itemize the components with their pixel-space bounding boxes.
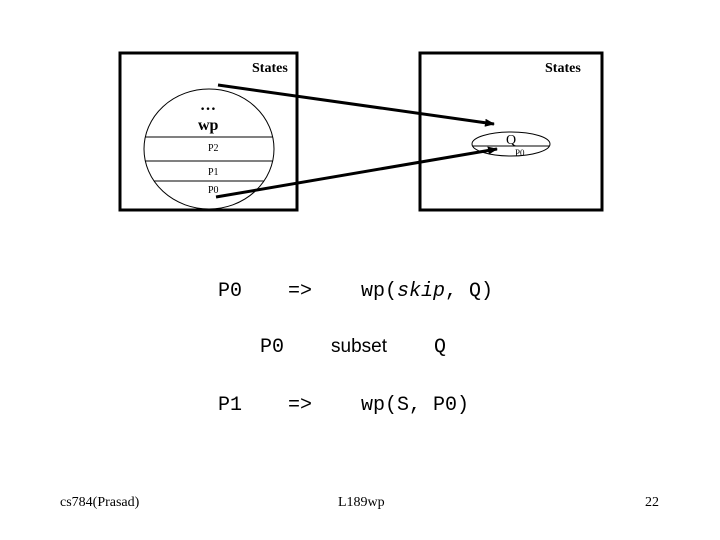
formula2-op: subset — [331, 336, 388, 357]
formula1-op: => — [288, 280, 312, 303]
q-set-ellipse — [471, 131, 551, 157]
footer-center: L189wp — [338, 495, 385, 510]
left-states-box — [118, 51, 299, 212]
band-label-p0: P0 — [208, 185, 219, 196]
formula1-lhs: P0 — [218, 280, 242, 303]
formula3-op: => — [288, 394, 312, 417]
formula2-rhs: Q — [434, 336, 446, 359]
q-label: Q — [506, 133, 516, 148]
formula1-rhs-prefix: wp( — [361, 280, 397, 303]
wp-label: wp — [198, 117, 219, 134]
left-states-title: States — [252, 61, 288, 76]
right-states-title: States — [545, 61, 581, 76]
footer-left: cs784(Prasad) — [60, 495, 140, 510]
right-states-box — [418, 51, 604, 212]
formula1-rhs-italic: skip — [397, 280, 445, 303]
footer-page-number: 22 — [645, 495, 659, 510]
formula1-rhs: wp(skip, Q) — [361, 280, 493, 303]
band-label-p1: P1 — [208, 167, 219, 178]
formula3-rhs: wp(S, P0) — [361, 394, 469, 417]
formula1-rhs-suffix: , Q) — [445, 280, 493, 303]
band-label-p2: P2 — [208, 143, 219, 154]
formula3-lhs: P1 — [218, 394, 242, 417]
arrow-to-q-top — [217, 83, 495, 127]
arrow-to-q-bottom — [215, 146, 498, 199]
q-sub-label: P0 — [515, 148, 525, 158]
wp-set-ellipse — [143, 88, 275, 210]
formula2-lhs: P0 — [260, 336, 284, 359]
ellipsis-label: … — [200, 97, 216, 114]
